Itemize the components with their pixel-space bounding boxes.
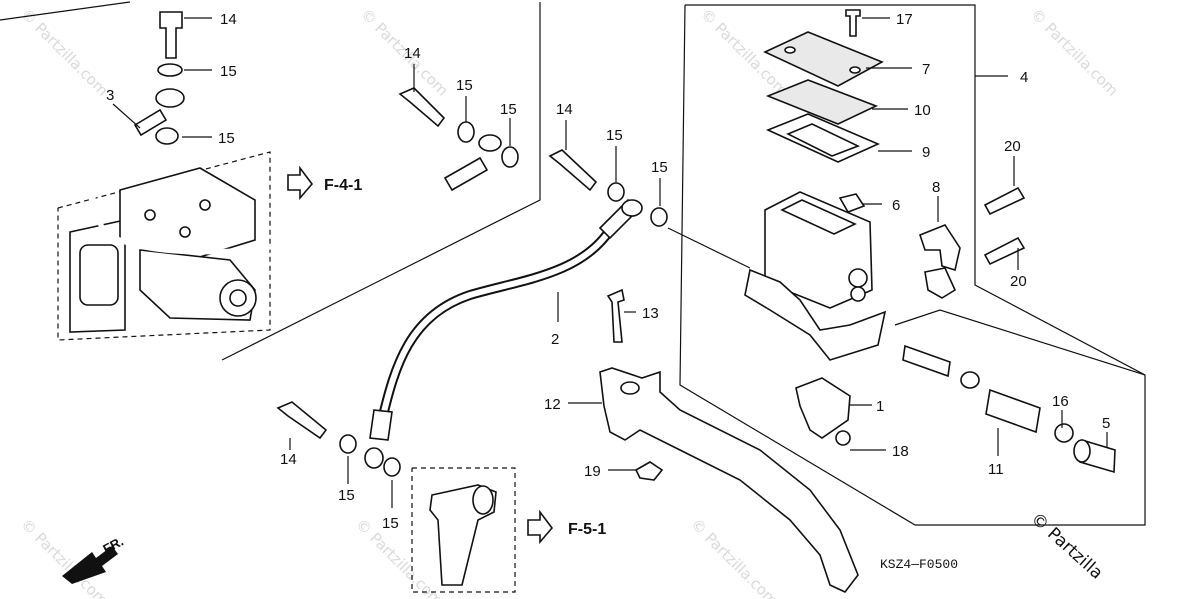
callout-15: 15: [500, 101, 517, 118]
callout-16: 16: [1052, 393, 1069, 410]
master-cylinder-frame: [679, 4, 1146, 526]
abs-modulator: [69, 167, 257, 333]
callout-15: 15: [382, 515, 399, 532]
watermark: © Partzilla.com: [1027, 5, 1122, 100]
callout-15: 15: [338, 487, 355, 504]
callout-20: 20: [1004, 138, 1021, 155]
callout-18: 18: [892, 443, 909, 460]
leader-lines: [112, 17, 1108, 508]
callout-6: 6: [892, 197, 900, 214]
callout-17: 17: [896, 11, 913, 28]
callout-14: 14: [556, 101, 573, 118]
watermark: © Partzilla.com: [17, 5, 112, 100]
master-cylinder: [744, 9, 1026, 446]
callout-4: 4: [1020, 69, 1028, 86]
reference-arrows: [287, 165, 554, 545]
callout-8: 8: [932, 179, 940, 196]
brake-hose-3: [90, 88, 502, 255]
reference-label-f41: F-4-1: [324, 177, 362, 194]
front-arrow-icon: [62, 546, 118, 584]
callout-5: 5: [1102, 415, 1110, 432]
callout-10: 10: [914, 102, 931, 119]
piston-set: [902, 344, 1116, 474]
banjo-bolts: [159, 11, 598, 440]
brake-hose-2: [364, 198, 643, 469]
callout-15: 15: [651, 159, 668, 176]
sealing-washers: [155, 63, 668, 477]
brake-caliper: [411, 467, 516, 593]
callout-1: 1: [876, 398, 884, 415]
reference-label-f51: F-5-1: [568, 521, 606, 538]
callout-14: 14: [404, 45, 421, 62]
brand-mark: © Partzilla: [1027, 509, 1107, 584]
callout-12: 12: [544, 396, 561, 413]
callout-20: 20: [1010, 273, 1027, 290]
callout-19: 19: [584, 463, 601, 480]
callout-9: 9: [922, 144, 930, 161]
callout-15: 15: [606, 127, 623, 144]
callout-11: 11: [988, 461, 1004, 478]
callout-14: 14: [280, 451, 297, 468]
callout-15: 15: [220, 63, 237, 80]
brake-lever: [599, 288, 859, 593]
watermark: © Partzilla.com: [687, 515, 782, 599]
callout-15: 15: [218, 130, 235, 147]
callout-13: 13: [642, 305, 659, 322]
drawing-code: KSZ4—F0500: [880, 557, 958, 572]
callout-15: 15: [456, 77, 473, 94]
callout-14: 14: [220, 11, 237, 28]
watermark: © Partzilla.com: [352, 515, 447, 599]
callout-3: 3: [106, 87, 114, 104]
callout-2: 2: [551, 331, 559, 348]
callouts: 14 15 3 15 14 15 15 14 15 15 17 7 4 10 9…: [106, 11, 1110, 532]
callout-7: 7: [922, 61, 930, 78]
